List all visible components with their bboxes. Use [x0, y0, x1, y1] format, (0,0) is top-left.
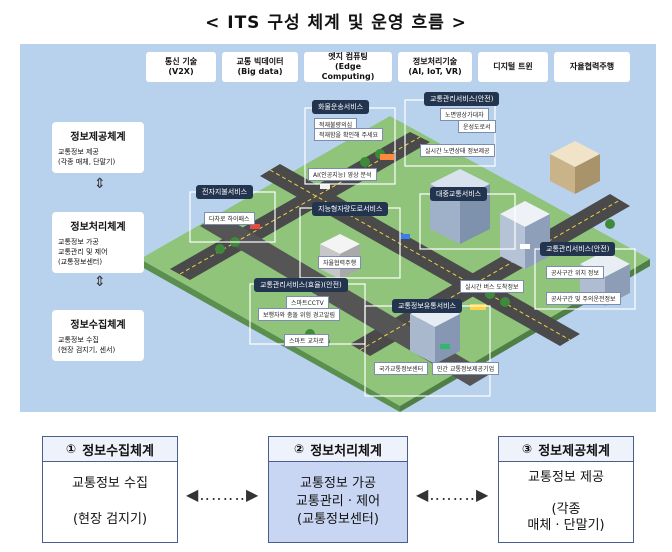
chip-national-center: 국가교통정보센터 — [374, 362, 429, 375]
chip-pedestrian: 보행자와 충돌 위험 경고알림 — [258, 308, 340, 321]
page-title: < ITS 구성 체계 및 운영 흐름 > — [205, 13, 467, 33]
flow-box-header: ① 정보수집체계 — [42, 436, 178, 462]
flow-step-number: ① — [66, 442, 77, 456]
service-label-info-sharing: 교통정보유통서비스 — [392, 299, 462, 313]
service-label-intelligent-road: 지능형자량도로서비스 — [312, 202, 389, 216]
chip-hipass: 다차로 하이패스 — [204, 212, 255, 225]
flow-step-number: ③ — [522, 442, 533, 456]
flow-box-body: 교통정보 가공 교통관리 · 제어 (교통정보센터) — [268, 462, 408, 543]
system-card-desc: 교통정보 수집 (현장 검지기, 센서) — [58, 336, 116, 354]
vehicles — [250, 154, 530, 349]
service-label-traffic-efficiency: 교통관리서비스(효율)(안전) — [254, 278, 348, 292]
tech-item-line1: 교통 빅데이터 — [236, 57, 284, 66]
vertical-arrow-icon: ⇕ — [94, 274, 106, 290]
chip-weather: 운성도로서 — [458, 120, 496, 133]
tech-item-line2: (Big data) — [237, 67, 283, 76]
tech-item-line1: 엣지 컴퓨팅 — [328, 52, 368, 61]
system-card-desc: 교통정보 가공 교통관리 및 제어 (교통정보센터) — [58, 238, 108, 266]
vertical-arrow-icon: ⇕ — [94, 176, 106, 192]
flow-box-body: 교통정보 수집 (현장 검지기) — [42, 462, 178, 543]
system-card-title: 정보수집체계 — [70, 320, 126, 331]
tech-item-line2: (Edge Computing) — [321, 62, 375, 81]
flow-box-title: 정보수집체계 — [82, 443, 154, 459]
ground-platform — [140, 116, 650, 406]
tech-item-line2: (V2X) — [168, 67, 194, 76]
flow-box-title: 정보처리체계 — [310, 443, 382, 459]
system-card-processing: 정보처리체계 교통정보 가공 교통관리 및 제어 (교통정보센터) — [52, 212, 144, 273]
bidirectional-arrow-icon: ◀‥‥‥‥▶ — [416, 485, 490, 504]
chip-bus-info: 실시간 버스 도착정보 — [460, 280, 524, 293]
bidirectional-arrow-icon: ◀‥‥‥‥▶ — [186, 485, 260, 504]
tech-item-line1: 디지털 트윈 — [493, 62, 533, 71]
tech-item: 자율협력주행 — [554, 52, 630, 82]
system-card-desc: 교통정보 제공 (각종 매체, 단말기) — [58, 148, 116, 166]
service-label-public-transport: 대중교통서비스 — [430, 187, 488, 201]
tech-item-line1: 통신 기술 — [164, 57, 198, 66]
tech-item: 통신 기술(V2X) — [146, 52, 216, 82]
system-card-title: 정보제공체계 — [70, 132, 126, 143]
chip-construction2: 공사구간 및 주의운전정보 — [546, 292, 621, 305]
flow-box-header: ③ 정보제공체계 — [498, 436, 634, 462]
tech-item: 엣지 컴퓨팅(Edge Computing) — [304, 52, 392, 82]
flow-box-body: 교통정보 제공 (각종 매체 · 단말기) — [498, 462, 634, 543]
chip-private-provider: 민간 교통정보제공기업 — [432, 362, 500, 375]
tech-item-line1: 정보처리기술 — [412, 57, 458, 66]
flow-box-collection: ① 정보수집체계 교통정보 수집 (현장 검지기) — [42, 436, 178, 543]
flow-step-number: ② — [294, 442, 305, 456]
flow-box-processing: ② 정보처리체계 교통정보 가공 교통관리 · 제어 (교통정보센터) — [268, 436, 408, 543]
tech-item: 디지털 트윈 — [478, 52, 548, 82]
service-label-electronic-payment: 전자지불서비스 — [196, 185, 254, 199]
chip-freight-b: 적재함을 확인해 주세요 — [314, 128, 384, 141]
flow-box-header: ② 정보처리체계 — [268, 436, 408, 462]
flow-box-provision: ③ 정보제공체계 교통정보 제공 (각종 매체 · 단말기) — [498, 436, 634, 543]
tech-item: 정보처리기술(AI, IoT, VR) — [398, 52, 472, 82]
service-label-traffic-safety: 교통관리서비스(안전) — [424, 92, 500, 106]
system-card-provision: 정보제공체계 교통정보 제공 (각종 매체, 단말기) — [52, 122, 144, 173]
tech-item-line1: 자율협력주행 — [569, 62, 615, 71]
system-card-collection: 정보수집체계 교통정보 수집 (현장 검지기, 센서) — [52, 310, 144, 361]
tech-item: 교통 빅데이터(Big data) — [222, 52, 298, 82]
chip-smart-crossing: 스마트 교차로 — [284, 334, 330, 347]
service-label-freight: 화물운송서비스 — [312, 100, 370, 114]
chip-ai-analysis: AI(인공지능) 영상 분석 — [308, 168, 377, 181]
technology-row: 통신 기술(V2X) 교통 빅데이터(Big data) 엣지 컴퓨팅(Edge… — [146, 52, 630, 82]
flow-box-title: 정보제공체계 — [538, 443, 610, 459]
tech-item-line2: (AI, IoT, VR) — [408, 67, 462, 76]
system-card-title: 정보처리체계 — [70, 222, 126, 233]
its-illustration-panel: 정보제공체계 교통정보 제공 (각종 매체, 단말기) ⇕ 정보처리체계 교통정… — [20, 44, 656, 412]
service-label-traffic-safety-2: 교통관리서비스(안전) — [540, 242, 616, 256]
chip-construction: 공사구간 위치 정보 — [546, 266, 604, 279]
chip-autonomous: 자율협력주행 — [318, 256, 362, 269]
chip-realtime-road: 실시간 노면상태 정보제공 — [420, 144, 495, 157]
